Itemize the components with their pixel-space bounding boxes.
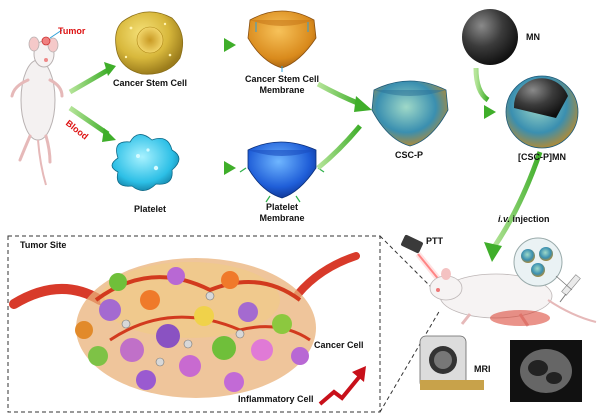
label-tumor-site: Tumor Site [20, 240, 67, 250]
cancer-stem-cell-illustration [115, 11, 184, 75]
mn-nanoparticle-illustration [462, 9, 518, 65]
zoom-connector-lines [379, 235, 441, 413]
label-platelet-membrane: Platelet Membrane [259, 202, 305, 223]
inflammation-arrow [318, 366, 366, 406]
arrow-mouse-to-platelet [68, 105, 116, 142]
csc-p-mn-illustration [505, 75, 579, 149]
tumor-site-illustration [9, 252, 360, 398]
platelet-membrane-illustration [239, 141, 325, 203]
arrow-final-to-injection [484, 151, 543, 262]
label-platelet: Platelet [133, 204, 167, 214]
zoom-circle-nanoparticles [513, 237, 573, 291]
arrow-membranes-to-csc-p [316, 81, 372, 170]
label-iv-injection: i.v. injection [498, 214, 550, 224]
arrow-mn-down [473, 67, 490, 103]
label-mn: MN [526, 32, 540, 42]
mouse-illustration [10, 29, 64, 186]
csc-p-illustration [371, 80, 449, 147]
label-inflammatory-cell: Inflammatory Cell [238, 394, 314, 404]
csc-membrane-illustration [247, 10, 317, 72]
arrow-csc-p-to-final [452, 105, 496, 119]
platelet-illustration [111, 134, 180, 191]
label-csc-p-mn: [CSC-P]MN [518, 152, 566, 162]
label-cancer-stem-cell: Cancer Stem Cell [112, 78, 188, 88]
mri-scanner-illustration [419, 335, 484, 390]
label-csc-membrane: Cancer Stem Cell Membrane [244, 74, 320, 95]
label-ptt: PTT [426, 236, 443, 246]
mri-image [510, 340, 582, 402]
arrow-platelet-to-membrane [192, 161, 236, 175]
arrow-csc-to-membrane [194, 38, 236, 52]
arrow-mouse-to-csc [68, 62, 116, 95]
label-tumor: Tumor [58, 26, 86, 36]
treated-mouse-illustration [429, 268, 597, 327]
label-mri: MRI [474, 364, 491, 374]
label-cancer-cell: Cancer Cell [314, 340, 364, 350]
label-csc-p: CSC-P [394, 150, 424, 160]
